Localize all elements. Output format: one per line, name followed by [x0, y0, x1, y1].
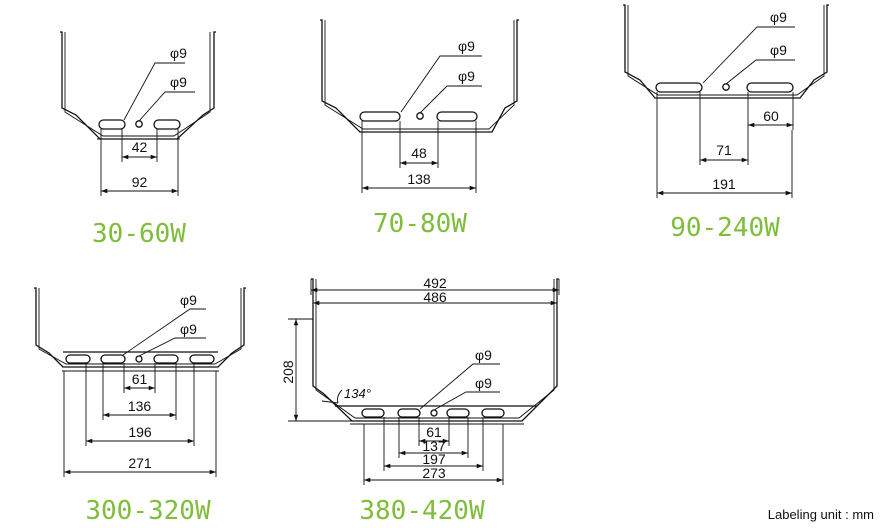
dim-136: 136 [128, 398, 152, 414]
angle-label: 134° [344, 386, 371, 401]
dimension-lines: 42 92 [100, 129, 179, 196]
mounting-slots [361, 408, 505, 418]
dim-61: 61 [426, 424, 442, 440]
dim-137: 137 [422, 438, 446, 454]
hole-label-center: φ9 [180, 321, 197, 337]
hole-label-slot: φ9 [770, 9, 787, 25]
dimension-lines: 492 486 208 61 137 197 273 [280, 275, 560, 485]
hole-leaders: φ9 φ9 [123, 45, 195, 122]
diagram-title: 90-240W [670, 213, 780, 243]
labeling-unit-note: Labeling unit : mm [768, 507, 874, 522]
hole-leaders: φ9 φ9 [702, 9, 795, 85]
dim-271: 271 [128, 455, 152, 471]
mounting-slots [359, 111, 478, 122]
dim-92: 92 [132, 174, 148, 190]
hole-label-center: φ9 [475, 375, 492, 391]
diagram-title: 380-420W [359, 496, 485, 526]
diagram-70-80w: φ9 φ9 48 138 70-80W [320, 19, 519, 239]
bracket-outline [623, 4, 829, 99]
dimension-lines: 61 136 196 271 [63, 363, 217, 477]
diagram-300-320w: φ9 φ9 61 136 196 271 300-320W [34, 287, 246, 526]
dim-60: 60 [763, 108, 779, 124]
hole-leaders: φ9 φ9 [122, 292, 206, 357]
bracket-outline [320, 19, 519, 133]
diagram-title: 30-60W [92, 219, 186, 249]
bracket-outline [60, 31, 216, 140]
diagram-30-60w: φ9 φ9 42 92 30-60W [60, 31, 216, 249]
diagram-title: 300-320W [85, 496, 211, 526]
bracket-outline [311, 278, 559, 425]
diagram-title: 70-80W [373, 209, 467, 239]
hole-label-slot: φ9 [170, 45, 187, 61]
dim-48: 48 [411, 145, 427, 161]
dimension-lines: 48 138 [361, 121, 477, 193]
dim-492: 492 [423, 275, 447, 291]
dim-273: 273 [422, 465, 446, 481]
dimension-lines: 60 71 191 [656, 92, 794, 198]
dim-138: 138 [407, 171, 431, 187]
mounting-slots [98, 119, 181, 130]
hole-label-slot: φ9 [475, 347, 492, 363]
dim-191: 191 [712, 176, 736, 192]
hole-label-slot: φ9 [180, 292, 197, 308]
hole-leaders: φ9 φ9 [419, 347, 500, 411]
hole-label-center: φ9 [770, 42, 787, 58]
diagram-90-240w: φ9 φ9 60 71 191 90-240W [623, 4, 829, 243]
dim-486: 486 [423, 289, 447, 305]
angle-callout: 134° [321, 386, 371, 404]
dim-42: 42 [132, 139, 148, 155]
hole-label-center: φ9 [458, 68, 475, 84]
dim-208: 208 [280, 360, 296, 384]
bracket-outline [34, 287, 246, 372]
dim-61: 61 [132, 371, 148, 387]
hole-label-center: φ9 [170, 74, 187, 90]
hole-label-slot: φ9 [458, 38, 475, 54]
dim-71: 71 [716, 142, 732, 158]
dim-197: 197 [422, 451, 446, 467]
dim-196: 196 [128, 424, 152, 440]
hole-leaders: φ9 φ9 [400, 38, 482, 114]
diagram-380-420w: φ9 φ9 134° 492 486 208 61 137 [280, 275, 560, 526]
mounting-slots [655, 82, 794, 93]
mounting-slots [65, 354, 215, 364]
